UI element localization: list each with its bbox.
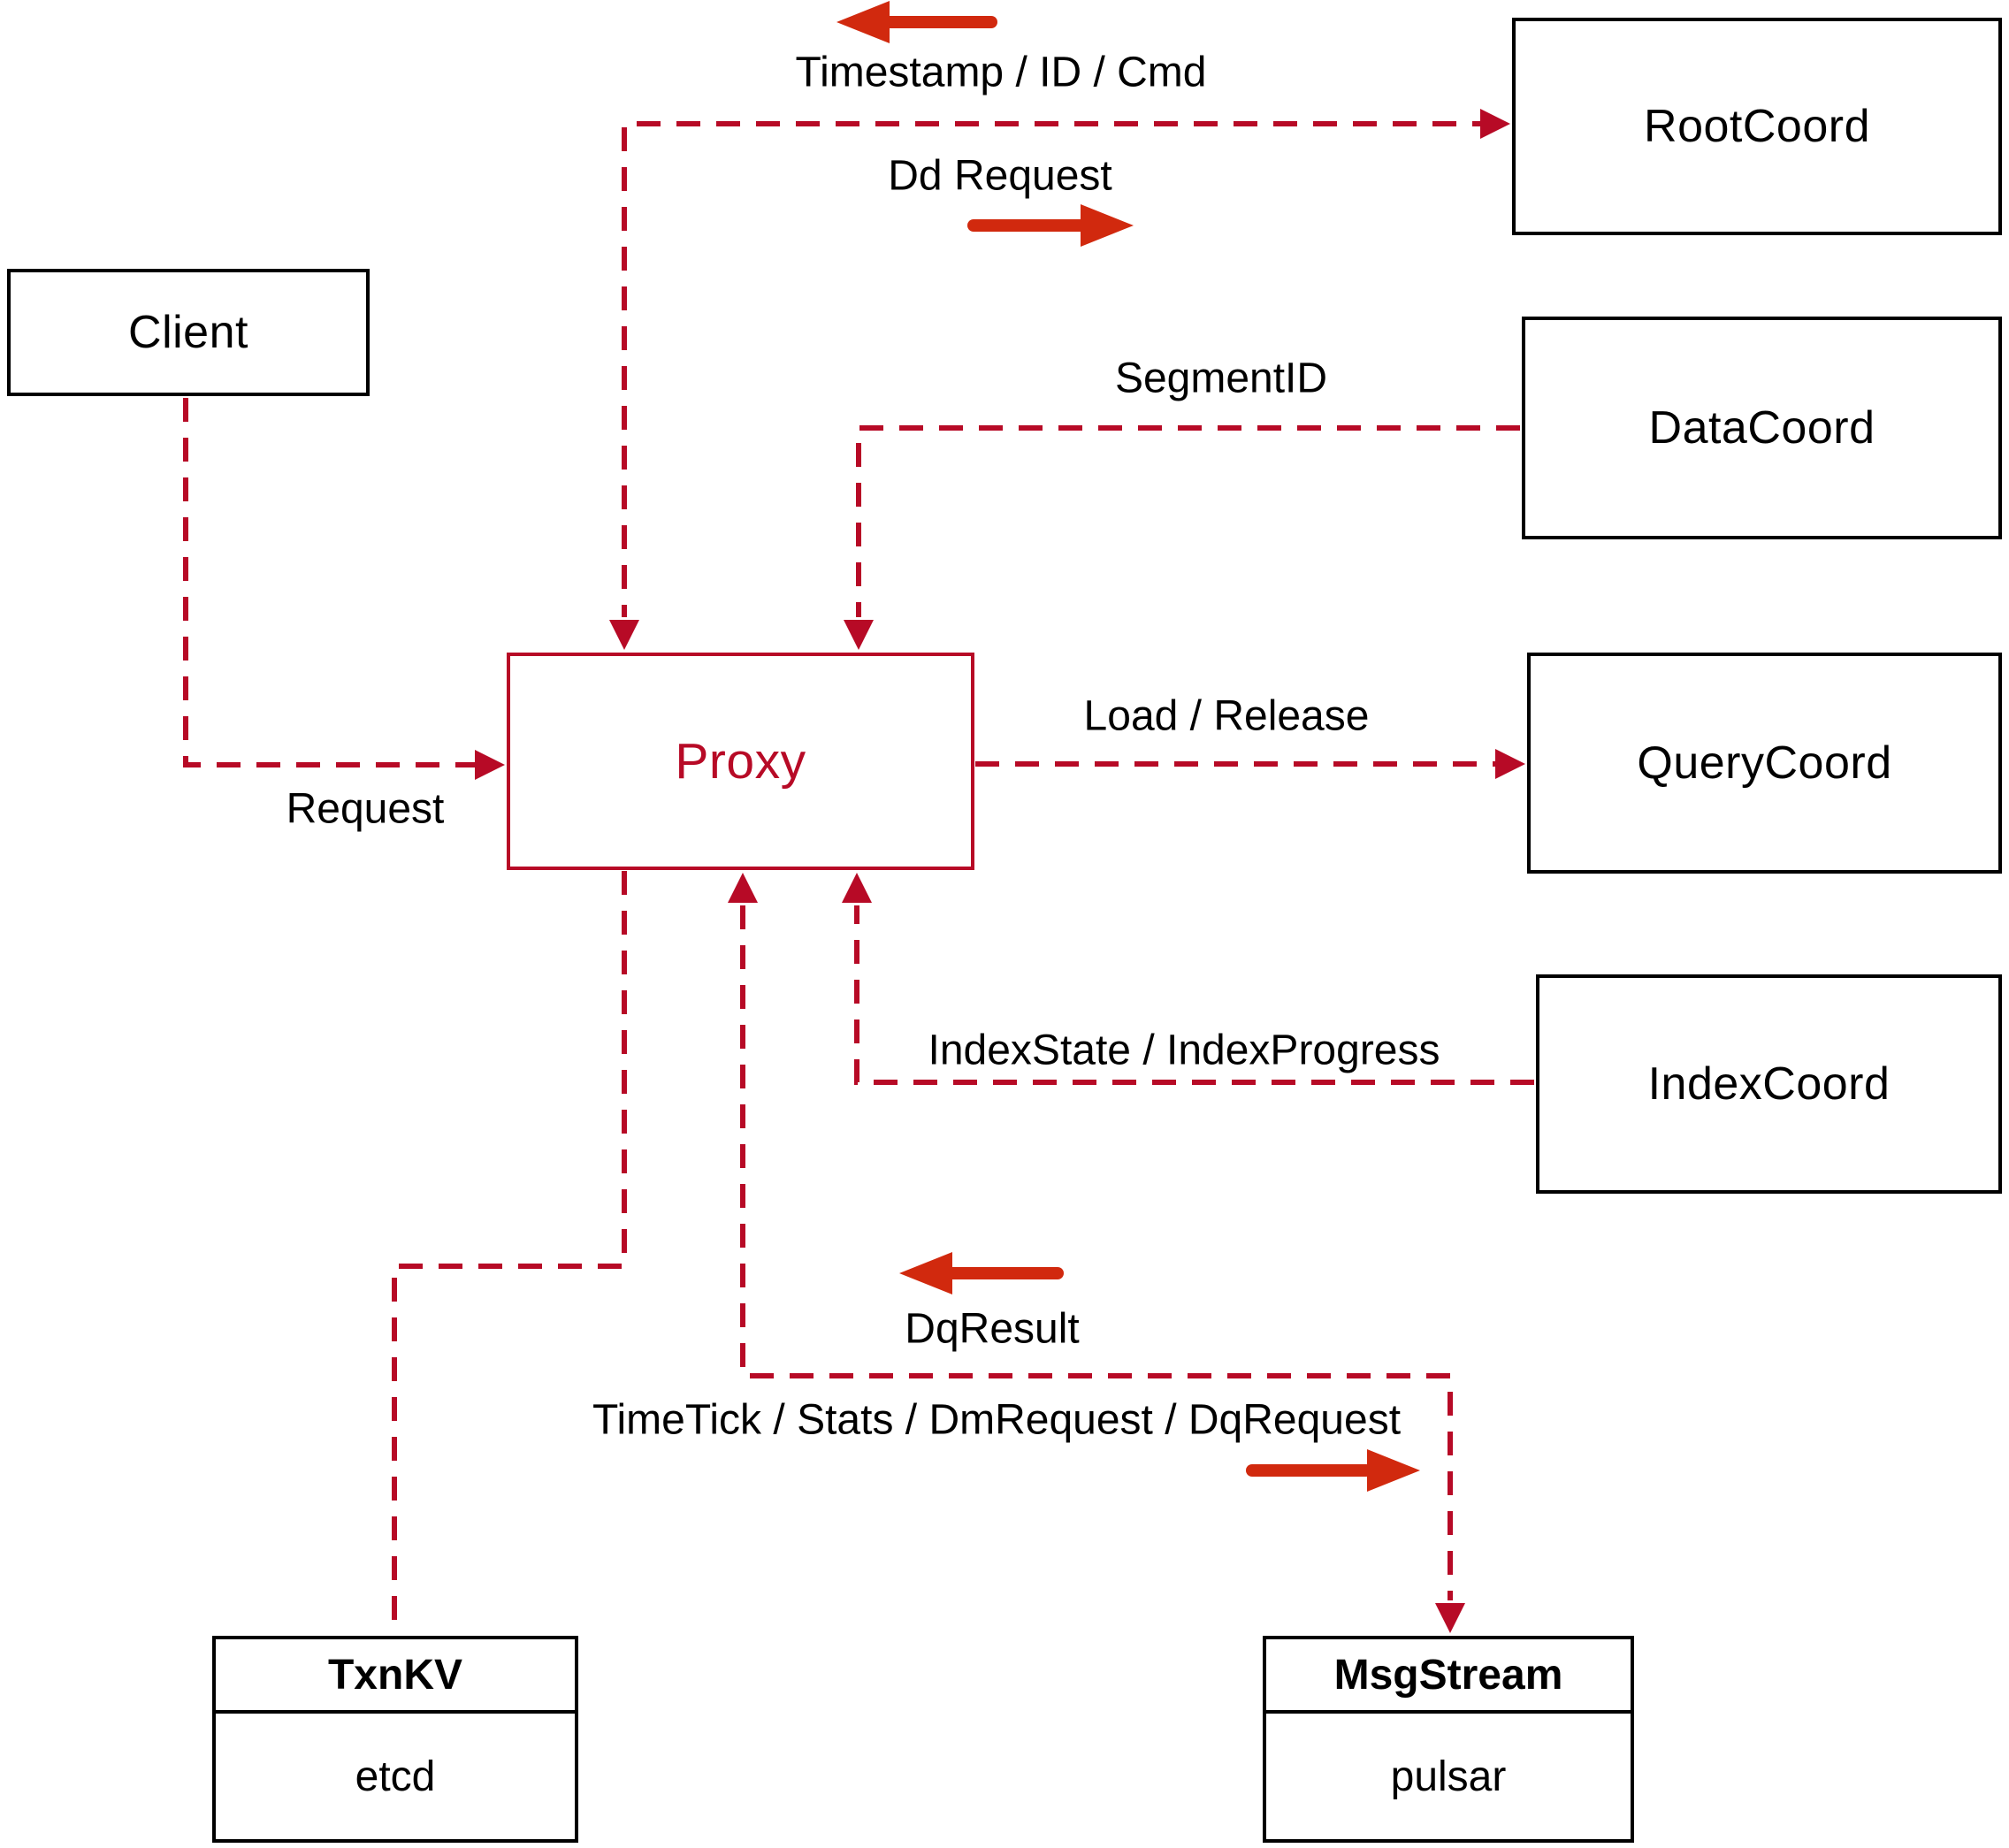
arrowhead-down-icon bbox=[1435, 1603, 1465, 1633]
edge-label-dd-request: Dd Request bbox=[888, 152, 1112, 200]
edge-label-segment-id: SegmentID bbox=[1114, 355, 1328, 402]
arrowhead-down-icon bbox=[609, 620, 639, 650]
node-datacoord-label: DataCoord bbox=[1648, 402, 1875, 454]
edge-label-request: Request bbox=[286, 785, 445, 833]
arrowhead-right-icon bbox=[475, 750, 505, 780]
edge-label-timetick-stats: TimeTick / Stats / DmRequest / DqRequest bbox=[592, 1396, 1402, 1444]
arrow-right-icon bbox=[967, 204, 1134, 247]
edge-label-dq-result: DqResult bbox=[905, 1305, 1080, 1353]
node-indexcoord-label: IndexCoord bbox=[1647, 1058, 1891, 1110]
node-querycoord-label: QueryCoord bbox=[1637, 737, 1892, 789]
node-client: Client bbox=[7, 269, 370, 396]
edge-label-timestamp-id-cmd: Timestamp / ID / Cmd bbox=[795, 49, 1207, 96]
node-msgstream: MsgStream pulsar bbox=[1263, 1636, 1634, 1843]
edge-proxy-rootcoord bbox=[609, 109, 1510, 650]
node-msgstream-subtitle: pulsar bbox=[1390, 1753, 1507, 1800]
node-rootcoord-label: RootCoord bbox=[1644, 101, 1870, 152]
node-indexcoord: IndexCoord bbox=[1536, 974, 2002, 1194]
arrowhead-up-icon bbox=[842, 873, 872, 903]
node-msgstream-title: MsgStream bbox=[1266, 1639, 1631, 1714]
edge-proxy-msgstream bbox=[728, 873, 1465, 1633]
arrow-left-icon bbox=[899, 1252, 1064, 1294]
node-txnkv-title: TxnKV bbox=[216, 1639, 575, 1714]
node-proxy-label: Proxy bbox=[675, 733, 806, 790]
edge-proxy-txnkv bbox=[392, 871, 627, 1634]
edge-indexcoord-proxy bbox=[842, 873, 1534, 1085]
edge-client-proxy bbox=[183, 398, 505, 780]
node-txnkv: TxnKV etcd bbox=[212, 1636, 578, 1843]
arrowhead-down-icon bbox=[844, 620, 874, 650]
node-proxy: Proxy bbox=[507, 653, 974, 870]
edge-proxy-querycoord bbox=[975, 749, 1525, 779]
node-client-label: Client bbox=[128, 307, 248, 358]
node-txnkv-subtitle: etcd bbox=[355, 1753, 436, 1800]
arrowhead-right-icon bbox=[1495, 749, 1525, 779]
arrowhead-right-icon bbox=[1480, 109, 1510, 139]
node-rootcoord: RootCoord bbox=[1512, 18, 2002, 235]
node-datacoord: DataCoord bbox=[1522, 317, 2002, 539]
edge-label-load-release: Load / Release bbox=[1083, 692, 1370, 740]
arrowhead-up-icon bbox=[728, 873, 758, 903]
edge-datacoord-proxy bbox=[844, 425, 1520, 650]
arrow-right-icon bbox=[1246, 1449, 1420, 1492]
edge-label-indexstate-indexprogress: IndexState / IndexProgress bbox=[928, 1027, 1440, 1074]
arrow-left-icon bbox=[836, 1, 997, 43]
node-querycoord: QueryCoord bbox=[1527, 653, 2002, 874]
